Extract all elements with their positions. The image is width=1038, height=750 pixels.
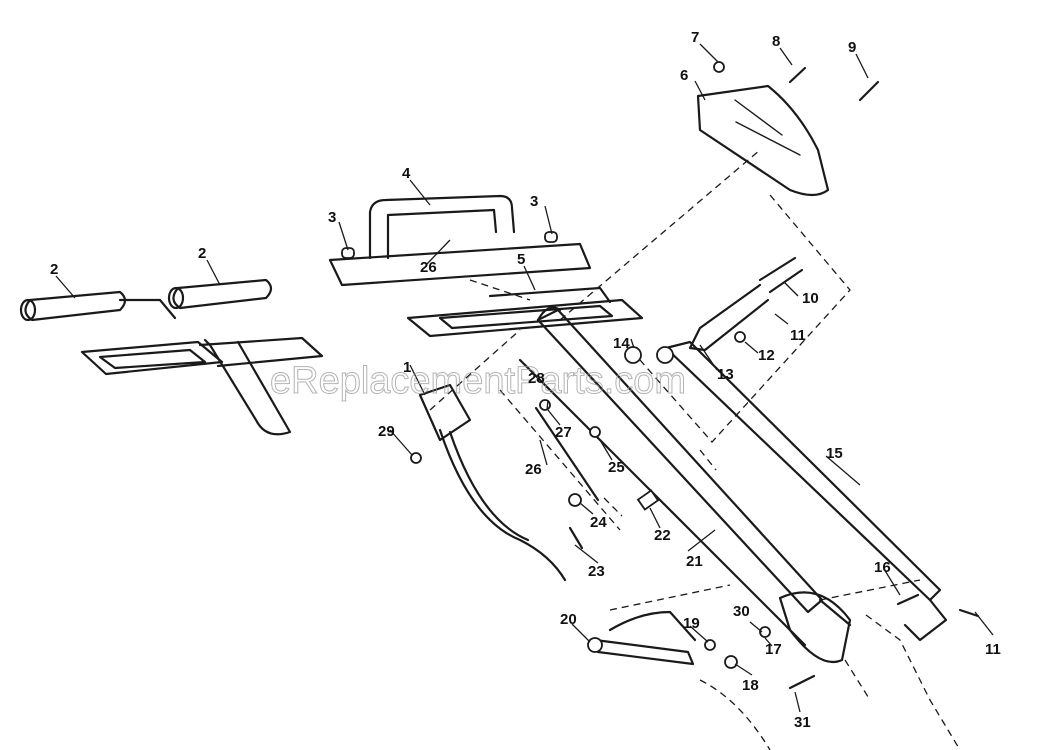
callout-1: 1 [403,359,411,376]
callout-11: 11 [985,641,1001,658]
callout-16: 16 [874,559,891,576]
callout-12: 12 [758,347,775,364]
callout-25: 25 [608,459,625,476]
callout-31: 31 [794,714,811,731]
leader-lines [55,43,994,713]
callout-21: 21 [686,553,703,570]
callout-15: 15 [826,445,843,462]
callout-4: 4 [402,165,411,182]
callout-20: 20 [560,611,577,628]
callout-26: 26 [525,461,542,478]
callout-6: 6 [680,67,688,84]
callout-13: 13 [717,366,734,383]
callout-2: 2 [50,261,58,278]
lower-lever-assembly [587,610,771,750]
callout-17: 17 [765,641,782,658]
callout-2: 2 [198,245,206,262]
callout-labels: 2 2 3 3 4 5 6 7 8 9 10 11 12 13 14 15 16… [50,29,1001,731]
callout-18: 18 [742,677,759,694]
control-lever-assembly [656,256,948,642]
callout-9: 9 [848,39,856,56]
left-handle-assembly [19,278,324,436]
callout-23: 23 [588,563,605,580]
callout-8: 8 [772,33,780,50]
callout-3: 3 [530,193,538,210]
assembly-guides [429,149,961,750]
callout-11: 11 [790,327,806,344]
callout-3: 3 [328,209,336,226]
callout-22: 22 [654,527,671,544]
callout-14: 14 [613,335,630,352]
callout-27: 27 [555,424,572,441]
upper-handle-assembly [328,194,644,338]
console-cover [696,84,830,197]
control-cable [418,383,600,582]
callout-26: 26 [420,259,437,276]
callout-7: 7 [691,29,699,46]
watermark-text: eReplacementParts.com [270,360,686,402]
callout-29: 29 [378,423,395,440]
callout-30: 30 [733,603,750,620]
callout-5: 5 [517,251,525,268]
callout-19: 19 [683,615,700,632]
callout-28: 28 [528,370,545,387]
callout-24: 24 [590,514,607,531]
callout-10: 10 [802,290,819,307]
